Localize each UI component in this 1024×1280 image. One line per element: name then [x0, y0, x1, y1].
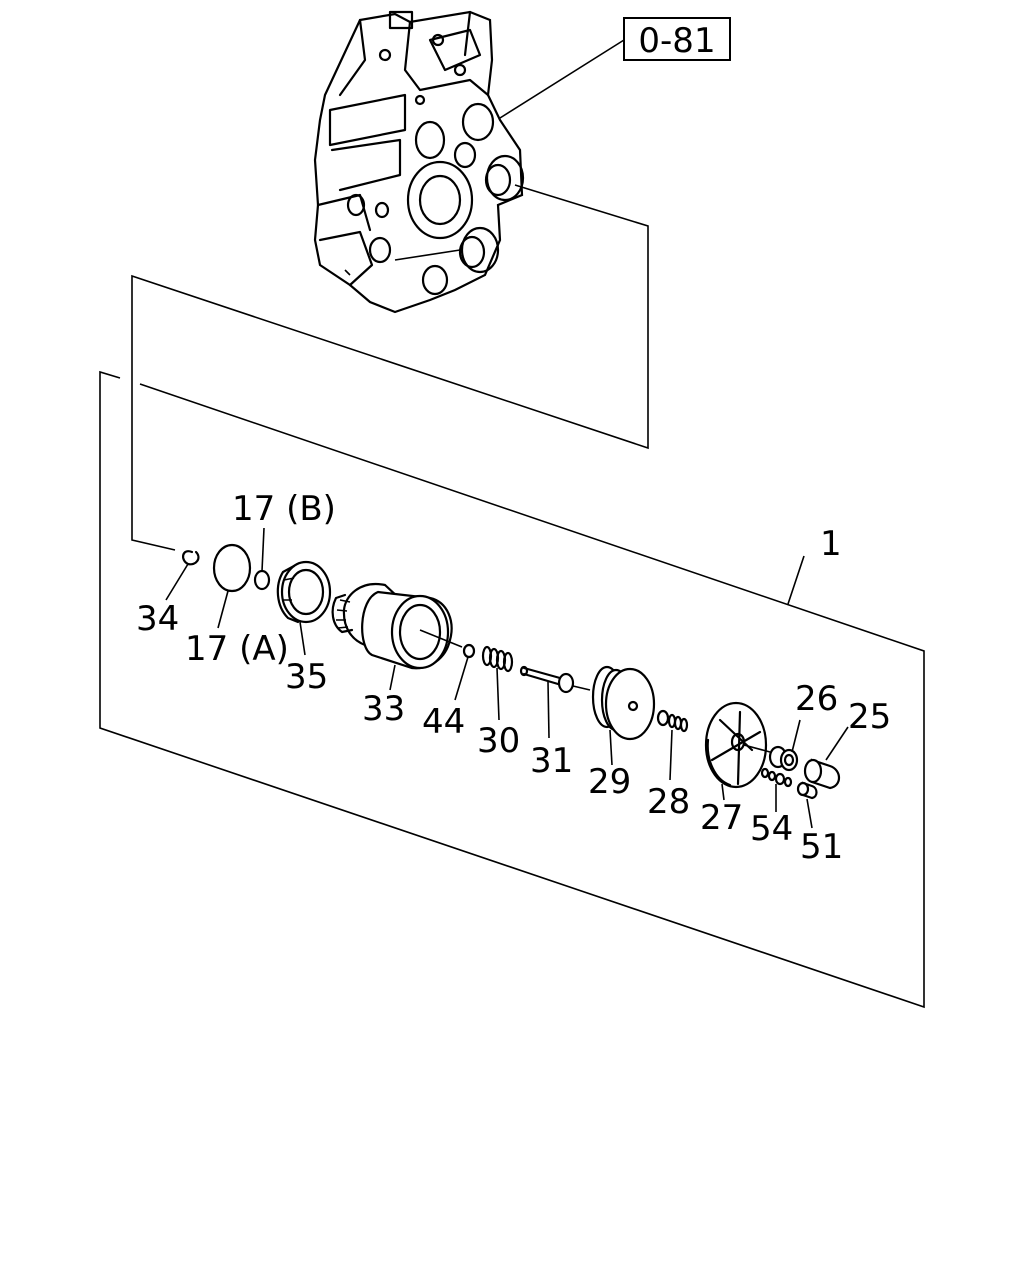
part-44-washer	[462, 643, 476, 659]
callout-26: 26	[795, 679, 838, 719]
callout-1: 1	[820, 524, 842, 564]
callout-25: 25	[848, 697, 891, 737]
callout-27: 27	[700, 798, 743, 838]
callout-17a: 17 (A)	[185, 629, 289, 669]
callout-28: 28	[647, 782, 690, 822]
part-33-piston	[331, 582, 463, 670]
part-25-cap	[803, 758, 841, 790]
part-17b-o-ring	[253, 569, 271, 591]
part-35-sleeve	[276, 560, 332, 624]
leader-lines	[165, 527, 849, 829]
part-29-piston-disc	[591, 665, 656, 741]
part-26-bushing	[768, 745, 799, 772]
callout-31: 31	[530, 741, 573, 781]
part-28-small-spring	[656, 709, 689, 733]
callout-34: 34	[136, 599, 179, 639]
callout-33: 33	[362, 689, 405, 729]
callout-35: 35	[285, 657, 328, 697]
part-34-snap-ring	[182, 550, 200, 566]
callout-29: 29	[588, 762, 631, 802]
part-27-plate	[704, 701, 771, 789]
part-31-valve-stem	[519, 665, 591, 694]
valve-body-housing	[313, 10, 525, 314]
callout-44: 44	[422, 702, 465, 742]
part-51-plug	[796, 781, 818, 800]
part-54-fitting	[760, 767, 793, 788]
projection-planes	[99, 184, 925, 1009]
reference-box: 0-81	[499, 17, 731, 119]
callout-17b: 17 (B)	[232, 489, 336, 529]
reference-label: 0-81	[638, 21, 715, 61]
callout-30: 30	[477, 721, 520, 761]
callout-labels: 1 34 17 (A) 17 (B) 35 33 44 30 31 29 28 …	[136, 489, 891, 867]
callout-51: 51	[800, 827, 843, 867]
part-30-spring	[481, 645, 514, 673]
part-17a-o-ring	[212, 543, 252, 593]
callout-54: 54	[750, 809, 793, 849]
